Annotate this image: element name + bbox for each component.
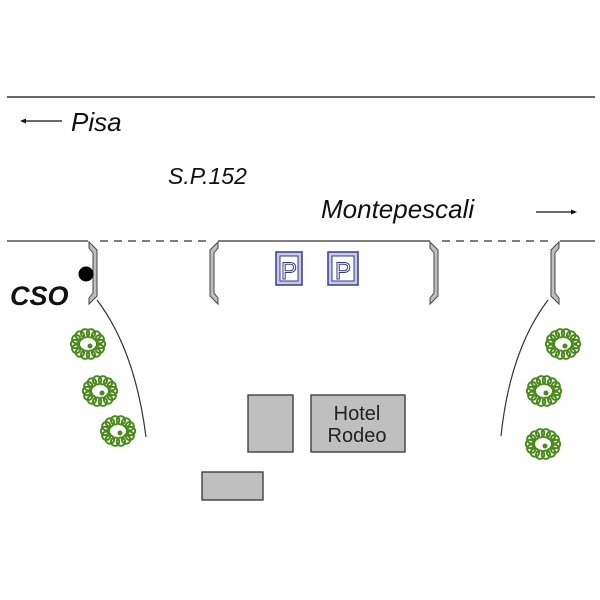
driveway-curve-right <box>500 299 549 437</box>
cso-marker-icon <box>78 266 94 282</box>
cso-label: CSO <box>10 281 69 311</box>
tree-icon <box>99 415 137 447</box>
curb-2 <box>209 240 219 306</box>
direction-pisa: Pisa <box>20 107 122 137</box>
parking-sign-2: P <box>327 251 359 286</box>
curb-4 <box>550 240 560 306</box>
parking-icon: P <box>281 258 297 285</box>
building-annex <box>247 394 294 453</box>
curb-3 <box>429 240 439 306</box>
tree-icon <box>525 375 563 407</box>
hotel-name-line2: Rodeo <box>328 425 387 447</box>
road-name-label: S.P.152 <box>168 163 247 189</box>
tree-icon <box>81 375 119 407</box>
hotel-name-line1: Hotel <box>334 403 381 425</box>
trees <box>69 328 582 460</box>
tree-icon <box>524 428 562 460</box>
parking-icon: P <box>335 258 351 285</box>
right-arrow-head-icon <box>571 209 577 215</box>
direction-montepescali: Montepescali <box>321 194 577 224</box>
driveway-curve-left <box>96 299 147 438</box>
montepescali-label: Montepescali <box>321 194 475 224</box>
pisa-label: Pisa <box>71 107 122 137</box>
tree-icon <box>544 328 582 360</box>
tree-icon <box>69 328 107 360</box>
left-arrow-head-icon <box>20 118 26 124</box>
building-small <box>201 471 264 501</box>
parking-sign-1: P <box>275 251 303 286</box>
curbs <box>88 240 560 306</box>
hotel-rodeo-building: Hotel Rodeo <box>310 394 406 453</box>
